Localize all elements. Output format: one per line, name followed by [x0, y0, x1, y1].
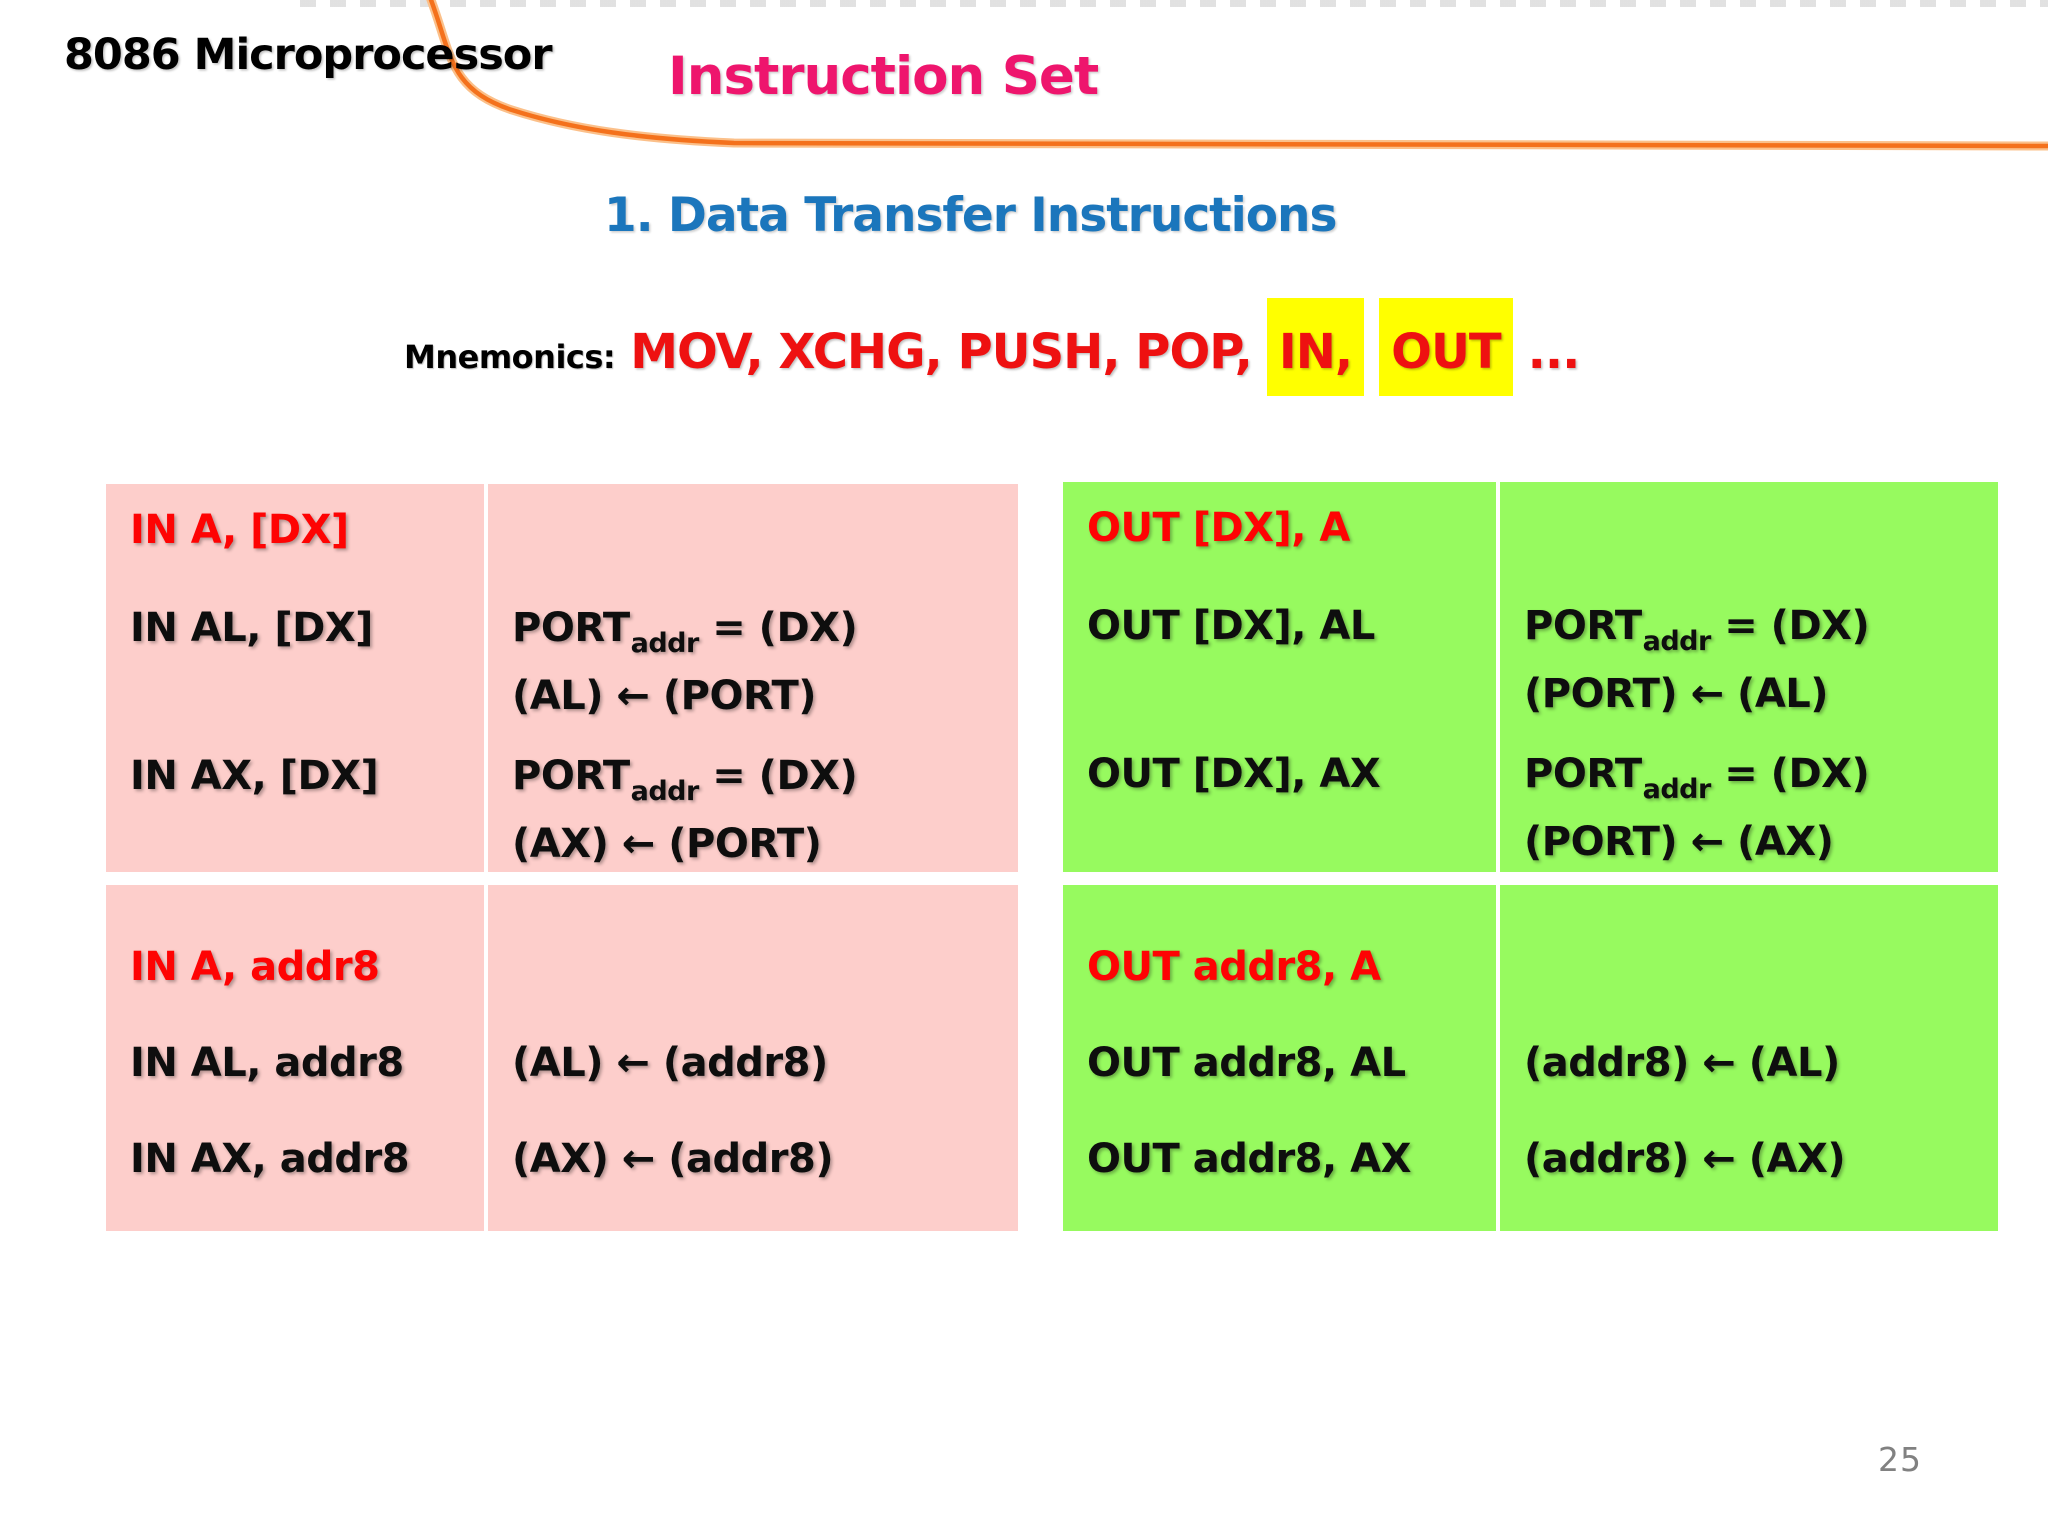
mnemonics-list: MOV, XCHG, PUSH, POP,	[630, 324, 1253, 380]
orange-divider-curve	[426, 0, 2048, 151]
table-in-dx: IN A, [DX] IN AL, [DX] IN AX, [DX] PORTa…	[106, 484, 1018, 872]
corner-title: 8086 Microprocessor	[64, 30, 553, 80]
semantics-rest: = (DX)	[1710, 751, 1870, 797]
table-in-addr8-col-instructions: IN A, addr8 IN AL, addr8 IN AX, addr8	[106, 885, 484, 1231]
semantics-subscript: addr	[630, 628, 700, 659]
mnemonic-highlight-out: OUT	[1379, 298, 1513, 396]
table-row-instruction: OUT [DX], AX	[1087, 751, 1381, 797]
table-out-addr8: OUT addr8, A OUT addr8, AL OUT addr8, AX…	[1063, 885, 1998, 1231]
semantics-subscript: addr	[1642, 626, 1712, 657]
table-row-semantics: PORTaddr = (DX) (PORT) ← (AL)	[1524, 600, 1870, 721]
table-row-instruction: IN AL, [DX]	[130, 605, 373, 651]
semantics-base: PORT	[512, 605, 630, 651]
table-row-semantics: PORTaddr = (DX) (PORT) ← (AX)	[1524, 748, 1870, 869]
table-row-semantics: (AL) ← (addr8)	[512, 1040, 828, 1086]
table-header: OUT addr8, A	[1087, 944, 1381, 990]
table-row-semantics: (AX) ← (addr8)	[512, 1136, 834, 1182]
table-in-addr8: IN A, addr8 IN AL, addr8 IN AX, addr8 (A…	[106, 885, 1018, 1231]
table-header: IN A, [DX]	[130, 507, 349, 553]
table-in-addr8-col-semantics: (AL) ← (addr8) (AX) ← (addr8)	[488, 885, 1018, 1231]
table-row-instruction: OUT addr8, AX	[1087, 1136, 1411, 1182]
table-row-semantics: (addr8) ← (AL)	[1524, 1040, 1840, 1086]
table-row-semantics: (addr8) ← (AX)	[1524, 1136, 1846, 1182]
semantics-rest: = (DX)	[698, 753, 858, 799]
table-in-dx-col-semantics: PORTaddr = (DX) (AL) ← (PORT) PORTaddr =…	[488, 484, 1018, 872]
semantics-subscript: addr	[630, 776, 700, 807]
semantics-base: PORT	[512, 753, 630, 799]
semantics-line2: (AX) ← (PORT)	[512, 821, 822, 867]
semantics-subscript: addr	[1642, 774, 1712, 805]
table-out-dx-col-instructions: OUT [DX], A OUT [DX], AL OUT [DX], AX	[1063, 482, 1496, 872]
table-row-instruction: OUT [DX], AL	[1087, 603, 1375, 649]
curve-main	[428, 0, 2048, 149]
table-row-semantics: PORTaddr = (DX) (AL) ← (PORT)	[512, 602, 858, 723]
table-out-addr8-col-semantics: (addr8) ← (AL) (addr8) ← (AX)	[1500, 885, 1998, 1231]
semantics-base: PORT	[1524, 751, 1642, 797]
table-out-dx-col-semantics: PORTaddr = (DX) (PORT) ← (AL) PORTaddr =…	[1500, 482, 1998, 872]
top-edge-artifact	[300, 0, 2048, 7]
semantics-line2: (PORT) ← (AX)	[1524, 819, 1834, 865]
semantics-rest: = (DX)	[1710, 603, 1870, 649]
table-row-instruction: IN AX, [DX]	[130, 753, 379, 799]
section-heading: 1. Data Transfer Instructions	[604, 188, 1337, 243]
table-header: IN A, addr8	[130, 944, 380, 990]
table-row-instruction: IN AL, addr8	[130, 1040, 404, 1086]
table-in-dx-col-instructions: IN A, [DX] IN AL, [DX] IN AX, [DX]	[106, 484, 484, 872]
semantics-rest: = (DX)	[698, 605, 858, 651]
slide-title: Instruction Set	[668, 46, 1099, 107]
semantics-line2: (PORT) ← (AL)	[1524, 671, 1829, 717]
semantics-line2: (AL) ← (PORT)	[512, 673, 817, 719]
mnemonics-line: Mnemonics: MOV, XCHG, PUSH, POP, IN, OUT…	[404, 298, 1581, 396]
table-row-instruction: IN AX, addr8	[130, 1136, 410, 1182]
table-row-instruction: OUT addr8, AL	[1087, 1040, 1406, 1086]
mnemonic-highlight-in: IN,	[1266, 298, 1365, 396]
table-header: OUT [DX], A	[1087, 505, 1350, 551]
table-row-semantics: PORTaddr = (DX) (AX) ← (PORT)	[512, 750, 858, 871]
page-number: 25	[1878, 1440, 1922, 1479]
table-out-dx: OUT [DX], A OUT [DX], AL OUT [DX], AX PO…	[1063, 482, 1998, 872]
mnemonics-ellipsis: ...	[1527, 324, 1581, 380]
mnemonics-label: Mnemonics:	[404, 338, 616, 376]
semantics-base: PORT	[1524, 603, 1642, 649]
table-out-addr8-col-instructions: OUT addr8, A OUT addr8, AL OUT addr8, AX	[1063, 885, 1496, 1231]
